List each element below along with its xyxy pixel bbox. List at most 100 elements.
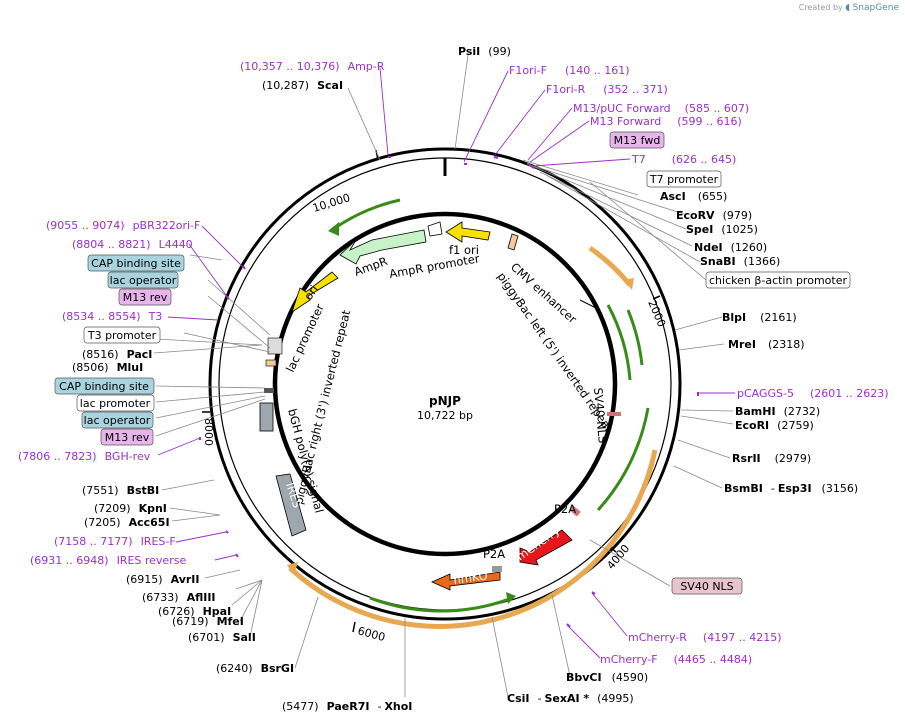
svg-text:lac operator: lac operator bbox=[84, 414, 151, 427]
ampr-feature[interactable] bbox=[339, 229, 427, 265]
callout-t3-promoter[interactable]: T3 promoter bbox=[83, 326, 161, 344]
enzyme-mfe[interactable]: (6719)MfeI bbox=[172, 615, 244, 628]
ires-feature[interactable] bbox=[275, 473, 307, 537]
enzyme-snab[interactable]: SnaBI(1366) bbox=[700, 255, 780, 268]
brand-text: SnapGene bbox=[852, 3, 899, 13]
enzyme-csi[interactable]: CsiI-SexAI *(4995) bbox=[507, 692, 634, 705]
enzyme-bamh[interactable]: BamHI(2732) bbox=[735, 405, 820, 418]
svg-text:M13 fwd: M13 fwd bbox=[614, 134, 661, 147]
f1-ori-label: f1 ori bbox=[449, 243, 479, 257]
enzyme-acc[interactable]: (7205)Acc65I bbox=[84, 516, 170, 529]
enzyme-mlu[interactable]: (8506)MluI bbox=[72, 361, 143, 374]
callout-m13fwd[interactable]: M13 fwd bbox=[609, 131, 665, 149]
primer-iresf[interactable]: (7158 .. 7177)IRES-F bbox=[54, 535, 176, 548]
enzyme-pac[interactable]: (8516)PacI bbox=[82, 348, 152, 361]
lac-op-feature[interactable] bbox=[264, 388, 274, 393]
enzyme-mre[interactable]: MreI(2318) bbox=[728, 338, 805, 351]
p2a-feature-2[interactable] bbox=[492, 566, 502, 572]
orf-arc-large bbox=[288, 449, 658, 629]
enzyme-kpn[interactable]: (7209)KpnI bbox=[94, 502, 167, 515]
primer-ampr[interactable]: (10,357 .. 10,376)Amp-R bbox=[240, 60, 385, 73]
enzyme-spe[interactable]: SpeI(1025) bbox=[686, 223, 758, 236]
snapgene-credit: Created by ◖ SnapGene bbox=[799, 3, 899, 13]
pbleft-feature[interactable] bbox=[507, 233, 519, 251]
primer-mchr[interactable]: mCherry-R(4197 .. 4215) bbox=[628, 631, 781, 644]
enzyme-bsmbi[interactable]: BsmBI-Esp3I(3156) bbox=[724, 482, 858, 495]
enzyme-sca[interactable]: (10,287)ScaI bbox=[262, 79, 343, 92]
enzyme-rsr[interactable]: RsrII(2979) bbox=[732, 452, 811, 465]
primer-f1r[interactable]: F1ori-R(352 .. 371) bbox=[546, 83, 668, 96]
mcherry-feature[interactable] bbox=[519, 529, 573, 566]
bgh-polya-feature[interactable] bbox=[259, 402, 274, 432]
sv40-nls-feature[interactable] bbox=[607, 412, 621, 416]
plasmid-size: 10,722 bp bbox=[417, 409, 473, 422]
primer-t3[interactable]: (8534 .. 8554)T3 bbox=[62, 310, 162, 323]
primer-l4440[interactable]: (8804 .. 8821)L4440 bbox=[72, 238, 193, 251]
enzyme-asc[interactable]: AscI(655) bbox=[660, 190, 727, 203]
primer-pcaggs[interactable]: pCAGGS-5(2601 .. 2623) bbox=[737, 387, 889, 400]
enzyme-bsrg[interactable]: (6240)BsrGI bbox=[216, 662, 294, 675]
cmv-marker bbox=[579, 299, 601, 311]
enzyme-leaders bbox=[153, 54, 734, 698]
orf-arrow-icon bbox=[624, 278, 634, 290]
tick-2000 bbox=[652, 295, 661, 300]
orf-arc-right-1 bbox=[606, 304, 632, 381]
primer-f1f[interactable]: F1ori-F(140 .. 161) bbox=[509, 64, 630, 77]
callout-lac-operator-1[interactable]: lac operator bbox=[107, 271, 179, 289]
callout-m13rev-2[interactable]: M13 rev bbox=[100, 428, 154, 446]
enzyme-pae[interactable]: (5477)PaeR7I-XhoI bbox=[282, 700, 412, 713]
outer-ring bbox=[208, 147, 682, 621]
tick-label-10000: 10,000 bbox=[311, 191, 352, 215]
primer-markers bbox=[199, 156, 699, 628]
f1-ori-feature[interactable] bbox=[445, 221, 491, 243]
primer-m13puc[interactable]: M13/pUC Forward(585 .. 607) bbox=[573, 102, 749, 115]
callout-cap-binding-1[interactable]: CAP binding site bbox=[87, 254, 185, 272]
svg-text:CAP binding site: CAP binding site bbox=[91, 257, 181, 270]
orf-arc-bottom bbox=[369, 596, 513, 613]
primer-t7[interactable]: T7(626 .. 645) bbox=[631, 153, 736, 166]
primer-m13f[interactable]: M13 Forward(599 .. 616) bbox=[590, 115, 742, 128]
enzyme-afl[interactable]: (6733)AflIII bbox=[142, 591, 216, 604]
svg-text:M13 rev: M13 rev bbox=[123, 291, 168, 304]
ampr-promoter-feature[interactable] bbox=[427, 221, 443, 237]
tick-6000 bbox=[352, 621, 356, 633]
p2a-feature-1[interactable] bbox=[569, 505, 581, 517]
callout-cap-binding-2[interactable]: CAP binding site bbox=[54, 377, 155, 395]
orf-arc-right-3 bbox=[596, 407, 650, 512]
enzyme-hpa[interactable]: (6726)HpaI bbox=[158, 605, 231, 618]
enzyme-ecorv[interactable]: EcoRV(979) bbox=[676, 209, 752, 222]
enzyme-psi[interactable]: PsiI(99) bbox=[458, 45, 511, 58]
enzyme-bbvci[interactable]: BbvCI(4590) bbox=[566, 671, 648, 684]
primer-bgh[interactable]: (7806 .. 7823)BGH-rev bbox=[18, 450, 151, 463]
hmko-feature[interactable] bbox=[431, 571, 501, 591]
callout-lac-operator-2[interactable]: lac operator bbox=[81, 411, 154, 429]
callout-sv40-nls[interactable]: SV40 NLS bbox=[671, 577, 743, 595]
enzyme-blp[interactable]: BlpI(2161) bbox=[722, 311, 797, 324]
primer-iresr[interactable]: (6931 .. 6948)IRES reverse bbox=[30, 554, 186, 567]
tick-label-6000: 6000 bbox=[356, 624, 386, 644]
enzyme-avr[interactable]: (6915)AvrII bbox=[126, 573, 199, 586]
orf-arrow-icon bbox=[287, 562, 298, 575]
backbone bbox=[272, 211, 618, 557]
enzyme-bstb[interactable]: (7551)BstBI bbox=[82, 484, 159, 497]
ampr-promoter-label: AmpR promoter bbox=[388, 251, 481, 281]
tick-label-8000: 8000 bbox=[202, 418, 215, 446]
callout-m13rev-1[interactable]: M13 rev bbox=[118, 288, 172, 306]
enzyme-nde[interactable]: NdeI(1260) bbox=[694, 241, 767, 254]
enzyme-ecori[interactable]: EcoRI(2759) bbox=[735, 419, 814, 432]
ori-feature[interactable] bbox=[291, 271, 339, 313]
svg-text:lac operator: lac operator bbox=[110, 274, 177, 287]
primer-pbr[interactable]: (9055 .. 9074)pBR322ori-F bbox=[46, 219, 200, 232]
callout-t7-promoter[interactable]: T7 promoter bbox=[646, 170, 722, 188]
pbright-feature[interactable] bbox=[265, 359, 277, 367]
enzyme-sal[interactable]: (6701)SalI bbox=[188, 631, 256, 644]
primer-mchf[interactable]: mCherry-F(4465 .. 4484) bbox=[600, 653, 752, 666]
svg-text:lac promoter: lac promoter bbox=[80, 397, 151, 410]
callout-lac-promoter[interactable]: lac promoter bbox=[76, 394, 155, 412]
callout-chicken-actin[interactable]: chicken β-actin promoter bbox=[705, 271, 851, 289]
lac-promoter-feature[interactable] bbox=[267, 337, 283, 355]
svg-text:CAP binding site: CAP binding site bbox=[59, 380, 149, 393]
hmko-label: hmKO bbox=[452, 568, 488, 587]
